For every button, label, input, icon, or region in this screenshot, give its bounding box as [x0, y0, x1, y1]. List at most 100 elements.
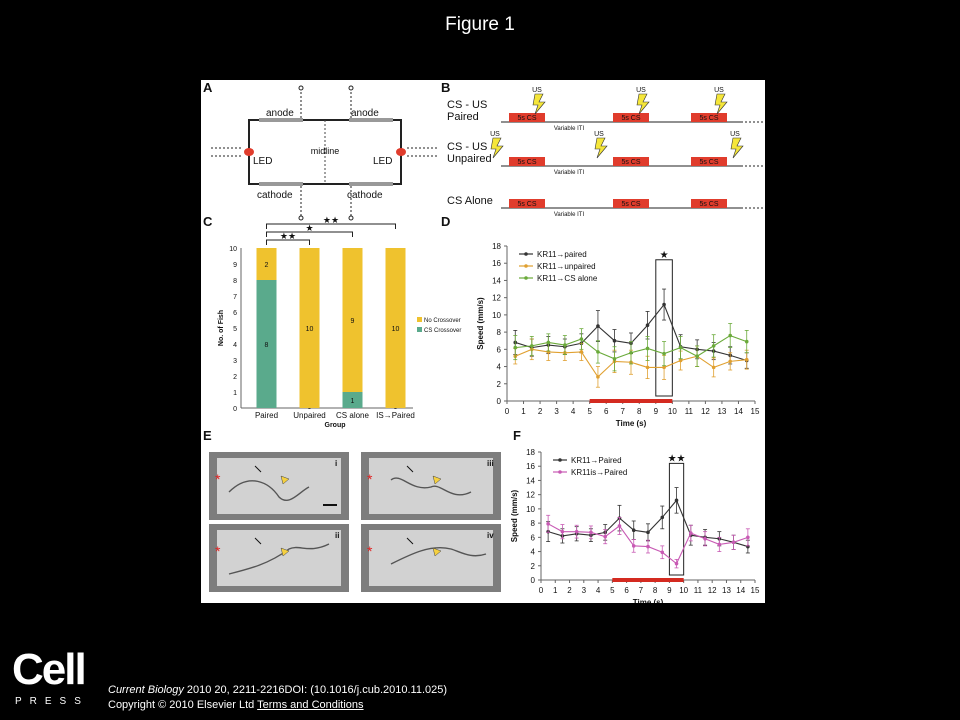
category-label: IS→Paired — [376, 411, 415, 420]
us-shock-icon — [532, 93, 546, 115]
data-point — [728, 359, 732, 364]
arrow-pointer — [254, 537, 262, 545]
tracking-image-iii: iii* — [361, 452, 501, 520]
highlight-box — [668, 462, 685, 576]
citation-line-2: Copyright © 2010 Elsevier Ltd Terms and … — [108, 698, 447, 713]
cs-label: 5s CS — [699, 201, 718, 208]
image-label: iv — [487, 531, 494, 540]
cs-block — [691, 157, 727, 166]
data-point — [612, 357, 617, 361]
arrowhead-marker — [432, 547, 442, 557]
y-tick-label: 10 — [492, 311, 501, 320]
legend-marker — [524, 252, 528, 256]
us-shock-icon — [730, 137, 744, 159]
data-point — [674, 498, 679, 503]
data-point — [646, 530, 650, 535]
protocol-label: CS - US — [447, 99, 487, 111]
legend-marker — [524, 264, 528, 268]
data-point — [660, 550, 665, 555]
data-point — [546, 340, 551, 345]
legend-label: KR11→CS alone — [537, 274, 598, 283]
x-tick-label: 7 — [639, 586, 644, 595]
data-point — [662, 351, 666, 356]
cs-label: 5s CS — [699, 159, 718, 166]
us-shock-icon — [594, 137, 608, 159]
terminal-2 — [348, 85, 354, 91]
x-tick-label: 3 — [582, 586, 587, 595]
x-tick-label: 11 — [685, 407, 694, 416]
cs-block — [509, 157, 545, 166]
data-point — [744, 357, 749, 362]
us-label: US — [730, 131, 740, 138]
chamber-floor — [369, 530, 493, 586]
bar-segment — [342, 248, 363, 392]
data-point — [662, 302, 666, 307]
us-label: US — [490, 131, 500, 138]
anode-label-right: anode — [351, 108, 379, 119]
led-asterisk: * — [215, 471, 221, 487]
terminal-1 — [298, 85, 304, 91]
legend-label: KR11→Paired — [571, 456, 622, 465]
x-axis-label: Time (s) — [633, 598, 664, 603]
bar-segment — [299, 248, 320, 408]
led-asterisk: * — [215, 543, 221, 559]
led-right — [396, 148, 406, 156]
y-tick-label: 6 — [497, 345, 502, 354]
data-point — [596, 350, 600, 354]
protocol-label: CS - US — [447, 141, 487, 153]
x-tick-label: 10 — [679, 586, 688, 595]
logo-press: PRESS — [15, 696, 89, 707]
data-point — [728, 333, 732, 338]
protocol-label: CS Alone — [447, 195, 493, 207]
data-point — [574, 529, 579, 534]
data-point — [711, 365, 716, 370]
x-tick-label: 15 — [751, 407, 760, 416]
cs-label: 5s CS — [517, 115, 536, 122]
citation: Current Biology 2010 20, 2211-2216DOI: (… — [108, 683, 447, 713]
y-tick-label: 4 — [531, 548, 536, 557]
data-point — [645, 346, 650, 351]
bar-value-label: 2 — [265, 262, 269, 269]
legend-marker — [558, 458, 562, 462]
data-point — [703, 536, 707, 541]
y-tick-label: 5 — [233, 326, 237, 333]
x-tick-label: 4 — [571, 407, 576, 416]
y-tick-label: 1 — [233, 390, 237, 397]
led-label-right: LED — [373, 156, 392, 167]
panel-letter-e: E — [203, 428, 212, 443]
arrowhead-marker — [280, 547, 290, 557]
led-asterisk: * — [367, 471, 373, 487]
panel-letter-c: C — [203, 214, 213, 229]
cathode-plate-1 — [259, 182, 303, 186]
y-tick-label: 10 — [526, 505, 535, 514]
data-point — [612, 338, 617, 343]
x-tick-label: 13 — [722, 586, 731, 595]
y-tick-label: 3 — [233, 358, 237, 365]
y-tick-label: 12 — [492, 294, 501, 303]
panel-e-images: i*iii*ii*iv* — [209, 452, 501, 592]
data-point — [579, 350, 584, 354]
y-tick-label: 2 — [531, 562, 536, 571]
category-label: Unpaired — [293, 411, 325, 420]
x-tick-label: 6 — [604, 407, 609, 416]
terms-link[interactable]: Terms and Conditions — [257, 699, 364, 711]
legend-label: KR11→unpaired — [537, 262, 596, 271]
x-tick-label: 9 — [667, 586, 672, 595]
y-tick-label: 18 — [526, 448, 535, 457]
arrowhead-marker — [432, 475, 442, 485]
bar-segment — [256, 280, 277, 408]
x-tick-label: 14 — [736, 586, 745, 595]
bar-value-label: 1 — [351, 398, 355, 405]
significance-bracket — [266, 223, 396, 229]
us-shock-icon — [490, 137, 504, 159]
significance-bracket — [266, 231, 353, 237]
significance-label: ★★ — [323, 215, 339, 225]
data-point — [513, 345, 518, 350]
y-tick-label: 2 — [233, 374, 237, 381]
x-tick-label: 6 — [624, 586, 629, 595]
cs-label: 5s CS — [621, 159, 640, 166]
data-point — [596, 324, 600, 328]
data-point — [645, 365, 650, 370]
